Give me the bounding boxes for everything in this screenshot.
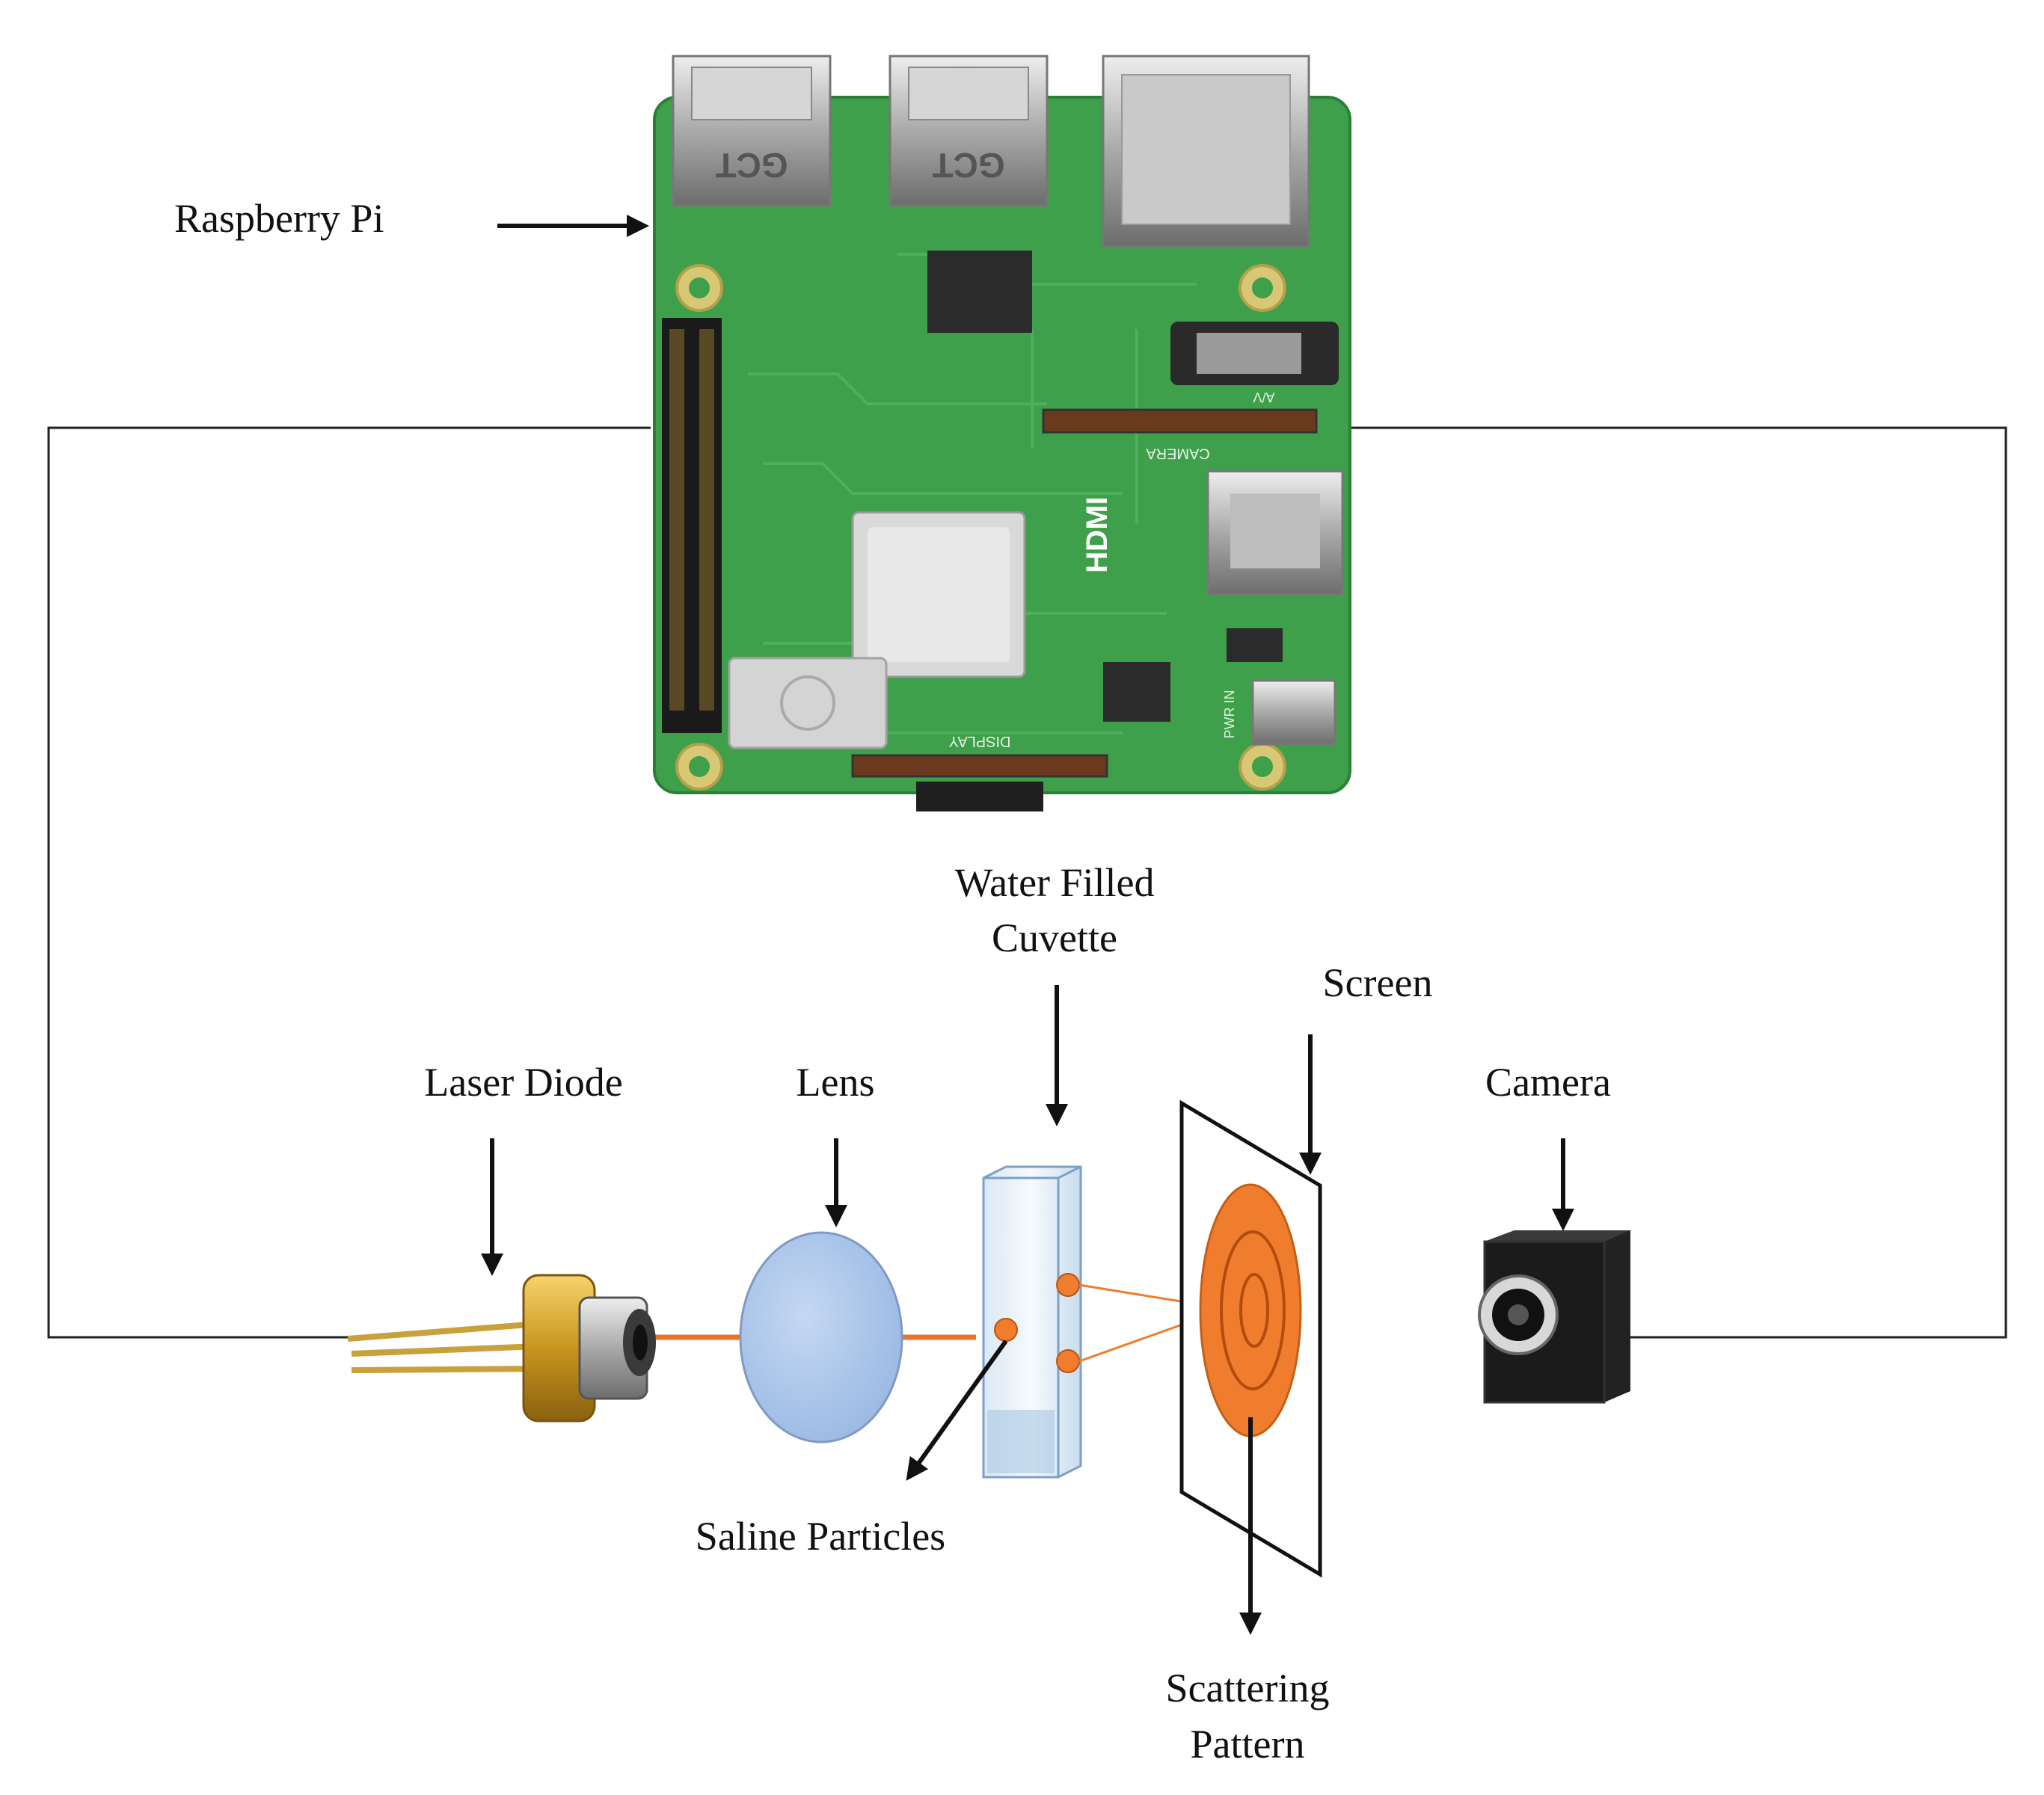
connection-wires: [47, 426, 2007, 1339]
display-connector: DISPLAY: [851, 733, 1108, 778]
label-camera: Camera: [1485, 1060, 1611, 1105]
gpio-header: [662, 318, 722, 733]
hdmi-port: HDMI: [1081, 470, 1344, 596]
usb-port-1: GCT: [672, 55, 832, 207]
av-label: A/V: [1253, 390, 1274, 405]
raspberry-pi-board-icon: GCT GCT CAMERA: [653, 55, 1351, 811]
raspberry-logo-plate: [728, 657, 888, 749]
wire-left: [47, 426, 651, 1339]
display-port-label: DISPLAY: [949, 733, 1011, 749]
usb-brand-2: GCT: [932, 146, 1004, 185]
hdmi-label: HDMI: [1081, 497, 1114, 573]
wire-right: [1350, 426, 2007, 1339]
label-screen: Screen: [1323, 960, 1433, 1005]
camera-module-icon: [1478, 1230, 1630, 1404]
label-water-filled: Water Filled: [954, 860, 1154, 905]
av-jack: A/V: [1170, 322, 1339, 405]
camera-port-label: CAMERA: [1146, 445, 1210, 461]
camera-connector: CAMERA: [1042, 408, 1318, 461]
label-laser-diode: Laser Diode: [424, 1060, 622, 1105]
cuvette-shape: [982, 1165, 1082, 1479]
lens-shape: [739, 1231, 903, 1443]
callout-arrows: [481, 215, 1574, 1635]
usb-brand-1: GCT: [715, 146, 788, 185]
label-scattering: Scattering: [1166, 1666, 1330, 1710]
label-saline-particles: Saline Particles: [696, 1514, 945, 1559]
label-cuvette: Cuvette: [992, 915, 1117, 960]
ethernet-port: [1102, 55, 1310, 248]
saline-particles: [994, 1273, 1080, 1373]
laser-diode-icon: [347, 1274, 656, 1423]
label-pattern: Pattern: [1191, 1722, 1305, 1767]
label-lens: Lens: [797, 1060, 875, 1105]
arrow-saline-particles: [906, 1340, 1008, 1481]
micro-usb-power: PWR IN: [1222, 679, 1336, 746]
pwr-in-label: PWR IN: [1222, 690, 1237, 739]
cpu-chip: [851, 511, 1026, 678]
scattering-pattern-rings: [1199, 1183, 1302, 1437]
usb-port-2: GCT: [889, 55, 1049, 207]
label-raspberry-pi: Raspberry Pi: [174, 196, 384, 241]
